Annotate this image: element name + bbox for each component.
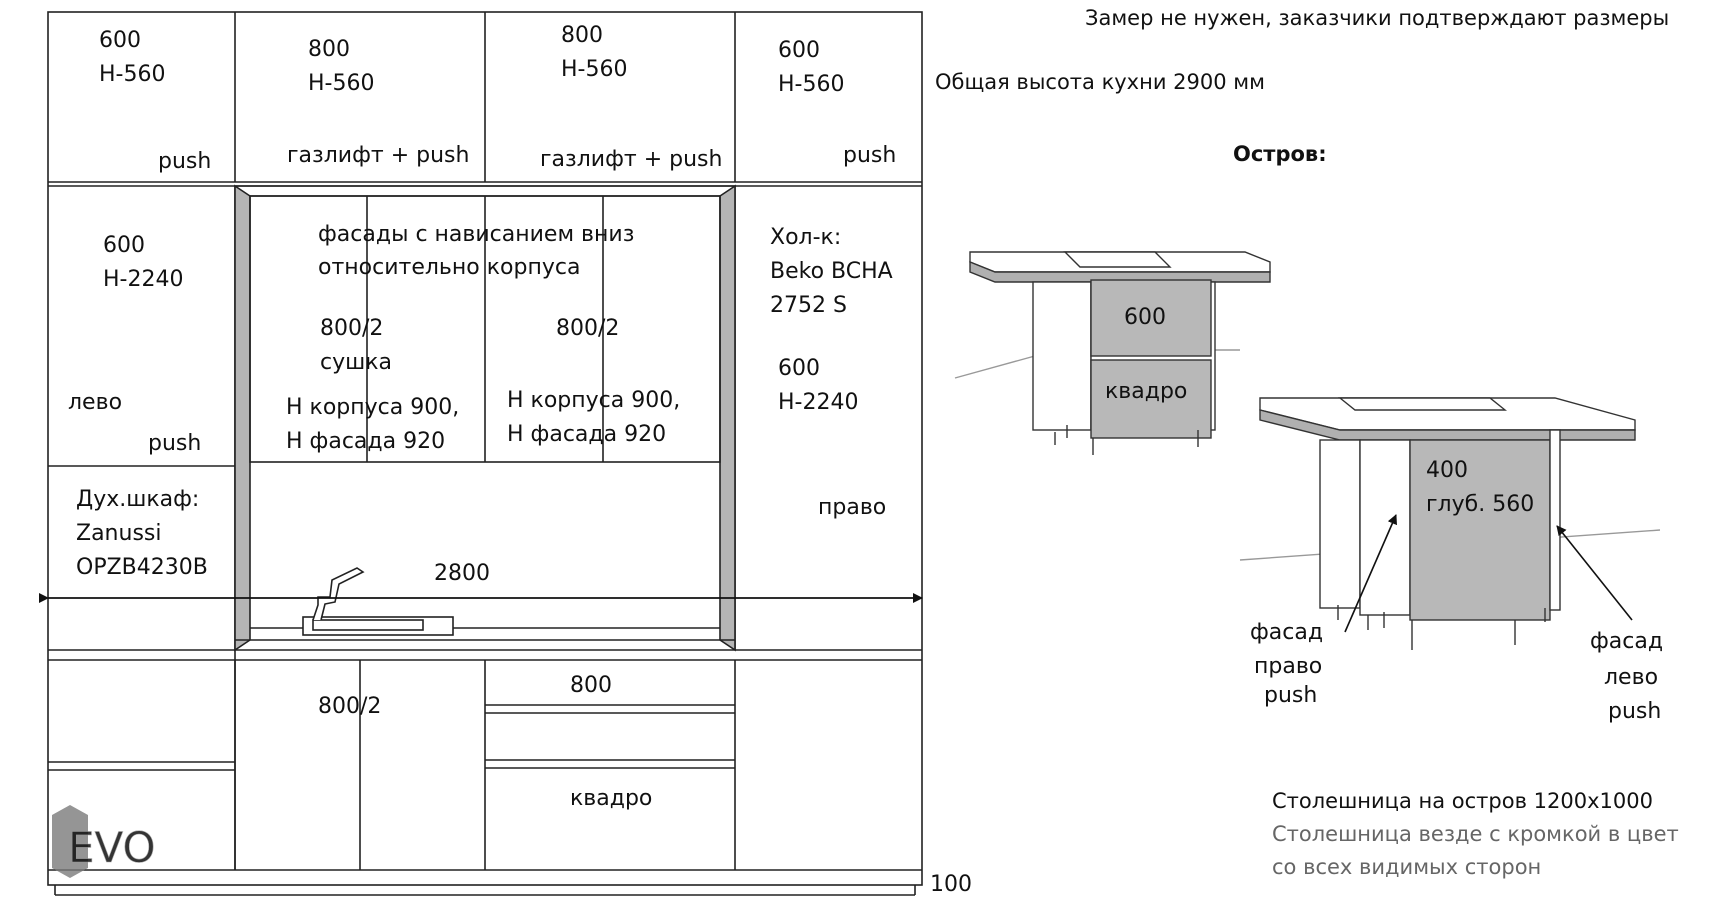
left-tall-hinge: лево xyxy=(68,390,122,415)
middle-right-front-height: Н фасада 920 xyxy=(507,422,666,447)
oven-model: OPZB4230B xyxy=(76,555,208,580)
middle-right-width: 800/2 xyxy=(556,316,619,341)
island-2-drawing xyxy=(1239,397,1661,650)
middle-left-width: 800/2 xyxy=(320,316,383,341)
overhang-note-2: относительно корпуса xyxy=(318,255,580,280)
logo-text: EVO xyxy=(68,823,156,872)
middle-right-body-height: Н корпуса 900, xyxy=(507,388,680,413)
upper-2-height: Н-560 xyxy=(308,71,374,96)
island1-drawer-top xyxy=(1090,279,1212,357)
overhang-note-1: фасады с нависанием вниз xyxy=(318,222,634,247)
upper-2-width: 800 xyxy=(308,37,350,62)
middle-left-body-height: Н корпуса 900, xyxy=(286,395,459,420)
left-tall-height: Н-2240 xyxy=(103,267,183,292)
lower-drawers-type: квадро xyxy=(570,786,652,811)
middle-left-front-height: Н фасада 920 xyxy=(286,429,445,454)
note-measure: Замер не нужен, заказчики подтверждают р… xyxy=(1085,6,1669,30)
arrow-facade-right xyxy=(1344,514,1397,633)
left-tall-width: 600 xyxy=(103,233,145,258)
left-tall-opening: push xyxy=(148,431,201,456)
facade-left-label-2: лево xyxy=(1604,665,1658,690)
evo-logo: EVO xyxy=(52,805,156,878)
facade-left-label-3: push xyxy=(1608,699,1661,724)
fridge-label: Хол-к: xyxy=(770,225,841,250)
note-countertop-edge-1: Столешница везде с кромкой в цвет xyxy=(1272,822,1679,846)
note-countertop-edge-2: со всех видимых сторон xyxy=(1272,855,1541,879)
facade-right-label-3: push xyxy=(1264,683,1317,708)
facade-right-label-1: фасад xyxy=(1250,620,1323,645)
niche-right-panel xyxy=(719,184,736,652)
upper-2-opening: газлифт + push xyxy=(287,143,469,168)
arrow-facade-left xyxy=(1556,525,1633,621)
upper-1-width: 600 xyxy=(99,28,141,53)
lower-sink-width: 800/2 xyxy=(318,694,381,719)
right-tall-hinge: право xyxy=(818,495,886,520)
island-title: Остров: xyxy=(1233,142,1327,166)
facade-right-label-2: право xyxy=(1254,654,1322,679)
facade-left-label-1: фасад xyxy=(1590,629,1663,654)
middle-left-subtitle: сушка xyxy=(320,350,392,375)
upper-1-opening: push xyxy=(158,149,211,174)
plinth-height: 100 xyxy=(930,872,972,897)
right-tall-width: 600 xyxy=(778,356,820,381)
right-tall-height: Н-2240 xyxy=(778,390,858,415)
upper-4-width: 600 xyxy=(778,38,820,63)
oven-brand: Zanussi xyxy=(76,521,161,546)
width-dimension-label: 2800 xyxy=(434,561,490,586)
upper-1-height: Н-560 xyxy=(99,62,165,87)
upper-4-height: Н-560 xyxy=(778,72,844,97)
note-countertop-island: Столешница на остров 1200х1000 xyxy=(1272,789,1653,813)
kitchen-elevation xyxy=(47,11,923,896)
upper-3-height: Н-560 xyxy=(561,57,627,82)
upper-3-opening: газлифт + push xyxy=(540,147,722,172)
lower-drawers-width: 800 xyxy=(570,673,612,698)
island1-drawer-bottom xyxy=(1090,359,1212,439)
note-total-height: Общая высота кухни 2900 мм xyxy=(935,70,1265,94)
island2-depth: глуб. 560 xyxy=(1426,492,1534,517)
faucet xyxy=(312,567,365,621)
island1-type: квадро xyxy=(1105,379,1187,404)
upper-4-opening: push xyxy=(843,143,896,168)
upper-3-width: 800 xyxy=(561,23,603,48)
fridge-brand: Beko BCHA xyxy=(770,259,893,284)
island1-width: 600 xyxy=(1124,305,1166,330)
niche-left-panel xyxy=(234,184,251,652)
oven-label: Дух.шкаф: xyxy=(76,487,199,512)
fridge-model: 2752 S xyxy=(770,293,847,318)
island2-front-panel xyxy=(1409,439,1551,621)
island2-width: 400 xyxy=(1426,458,1468,483)
island-1-drawing xyxy=(954,251,1271,455)
